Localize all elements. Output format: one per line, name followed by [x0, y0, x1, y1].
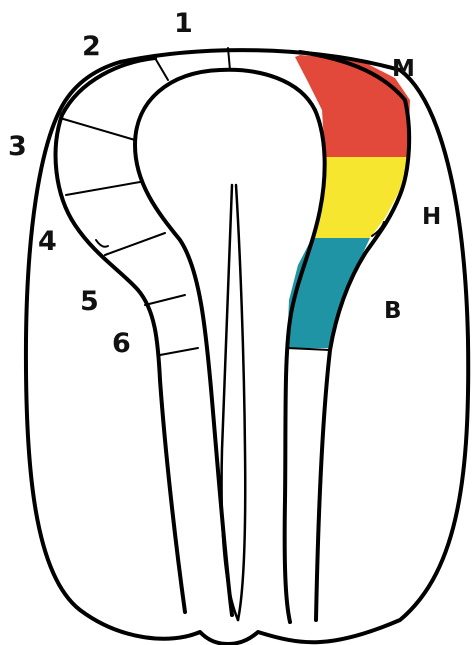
label-3: 3	[8, 131, 27, 162]
divider-2	[155, 58, 168, 80]
label-1: 1	[174, 8, 193, 39]
divider-7	[160, 348, 198, 355]
label-6: 6	[112, 328, 131, 359]
divider-6	[145, 295, 185, 305]
label-2: 2	[82, 31, 101, 62]
midline-groove-right	[236, 185, 245, 620]
divider-4	[66, 182, 140, 195]
b-lower-edge	[287, 348, 330, 350]
divider-5	[105, 233, 165, 255]
divider-3	[60, 118, 135, 140]
midline-groove-left	[222, 185, 238, 620]
label-b: B	[384, 298, 402, 324]
label-5: 5	[80, 286, 99, 317]
label-4: 4	[38, 226, 57, 257]
label-m: M	[392, 56, 415, 82]
label-h: H	[422, 204, 441, 230]
region-b	[287, 238, 370, 348]
left-notch	[96, 240, 108, 247]
